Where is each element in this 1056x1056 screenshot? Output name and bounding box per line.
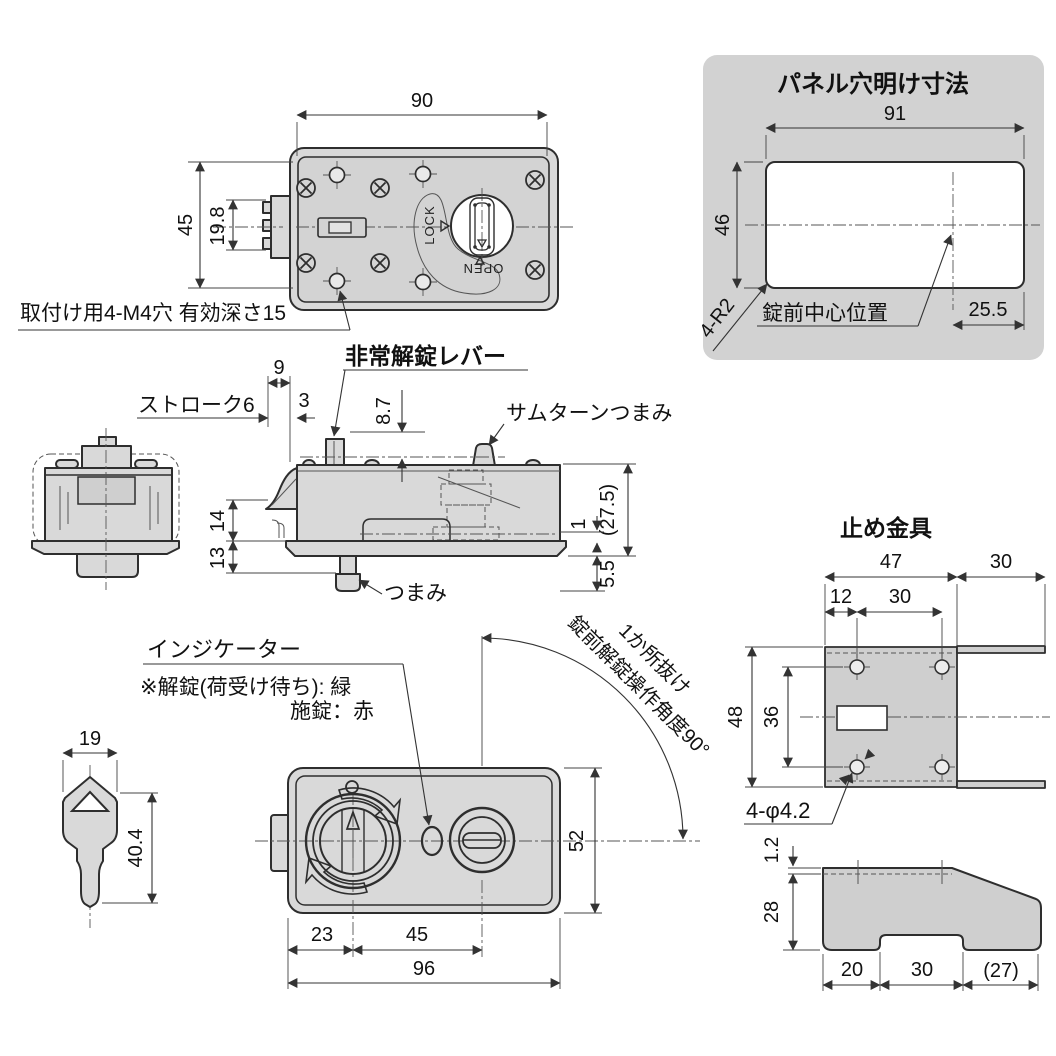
stroke-label: ストローク6 bbox=[138, 394, 255, 417]
front-view: 1か所抜け 錠前解錠操作角度90° インジケーター ※解錠(荷受け待ち): 緑 … bbox=[140, 611, 714, 989]
plan-view: LOCK OPEN 90 45 19.8 取付け用4-M4穴 有効深さ15 bbox=[18, 90, 576, 331]
center-position-label: 錠前中心位置 bbox=[762, 302, 888, 325]
key-hole bbox=[69, 790, 111, 812]
emergency-lever-label: 非常解錠レバー bbox=[345, 343, 506, 369]
indicator-note-unlock: ※解錠(荷受け待ち): 緑 bbox=[140, 676, 351, 699]
lock-body-top bbox=[297, 156, 550, 303]
side-view: 9 ストローク6 3 8.7 14 13 (27.5) 1 5.5 非常解錠レバ… bbox=[137, 343, 673, 605]
dim-96: 96 bbox=[413, 958, 435, 980]
emergency-lever bbox=[325, 438, 345, 467]
dim-20: 20 bbox=[841, 959, 863, 981]
lock-text: LOCK bbox=[422, 205, 437, 244]
dim-45: 45 bbox=[406, 924, 428, 946]
bracket-side-profile bbox=[822, 867, 1042, 951]
dim-36: 36 bbox=[761, 706, 783, 728]
lock-triangle-icon bbox=[440, 219, 451, 233]
screw-icon bbox=[296, 178, 316, 198]
screw-icon bbox=[370, 178, 390, 198]
dim-19: 19 bbox=[79, 728, 101, 750]
bracket-front-view: 止め金具 47 30 12 30 48 36 4-φ4.2 bbox=[725, 515, 1050, 825]
dim-25-5: 25.5 bbox=[969, 299, 1008, 321]
dim-47: 47 bbox=[880, 551, 902, 573]
screw-icon bbox=[370, 253, 390, 273]
keyway-inner bbox=[474, 202, 490, 251]
dim-45: 45 bbox=[175, 214, 197, 236]
panel-cutout-view: パネル穴明け寸法 91 46 25.5 4-R2 錠前中心位置 bbox=[695, 55, 1044, 360]
latch-bolt-side bbox=[265, 467, 298, 510]
open-text: OPEN bbox=[463, 261, 504, 276]
side-body bbox=[296, 464, 561, 542]
indicator-window bbox=[420, 825, 444, 857]
dim-30: 30 bbox=[889, 586, 911, 608]
bracket-arm-top bbox=[956, 645, 1046, 654]
dim-46: 46 bbox=[712, 214, 734, 236]
dim-14: 14 bbox=[207, 510, 229, 532]
bracket-arm-bottom bbox=[956, 780, 1046, 789]
front-body bbox=[287, 767, 561, 914]
rotate-cw-arrow-icon bbox=[337, 787, 402, 826]
indicator-note-lock: 施錠：赤 bbox=[290, 700, 374, 723]
keyway-arrow-icon bbox=[476, 239, 488, 249]
dim-9: 9 bbox=[273, 357, 284, 379]
dim-30-bottom: 30 bbox=[911, 959, 933, 981]
mounting-note: 取付け用4-M4穴 有効深さ15 bbox=[20, 302, 286, 325]
hole-note: 4-φ4.2 bbox=[746, 798, 810, 823]
dial-outer-ring bbox=[304, 792, 402, 890]
bracket-title: 止め金具 bbox=[840, 515, 932, 541]
side-flange bbox=[285, 540, 567, 557]
dim-3: 3 bbox=[298, 390, 309, 412]
dim-30-right: 30 bbox=[990, 551, 1012, 573]
dim-19-8: 19.8 bbox=[207, 207, 229, 246]
dim-48: 48 bbox=[725, 706, 747, 728]
end-flange bbox=[31, 540, 180, 555]
end-view bbox=[31, 428, 180, 590]
dim-52: 52 bbox=[566, 830, 588, 852]
rotate-ccw-arrow-icon bbox=[304, 856, 369, 895]
thumbturn-label: サムターンつまみ bbox=[506, 402, 673, 425]
dim-91: 91 bbox=[884, 103, 906, 125]
operation-angle-arc bbox=[481, 633, 688, 840]
end-view-hidden-outline bbox=[32, 453, 180, 547]
keyway-outer bbox=[469, 197, 495, 256]
dim-27-5: (27.5) bbox=[597, 484, 619, 536]
dim-23: 23 bbox=[311, 924, 333, 946]
lock-open-guide-outline bbox=[413, 193, 501, 295]
dim-40-4: 40.4 bbox=[125, 829, 147, 868]
dial-index-pin bbox=[345, 780, 359, 794]
dim-5-5: 5.5 bbox=[597, 560, 619, 588]
dim-12: 12 bbox=[830, 586, 852, 608]
dim-13: 13 bbox=[207, 547, 229, 569]
dim-1-2: 1.2 bbox=[762, 837, 783, 863]
bottom-knob bbox=[335, 573, 361, 592]
panel-title: パネル穴明け寸法 bbox=[777, 70, 969, 98]
dim-1: 1 bbox=[568, 518, 590, 529]
dim-90: 90 bbox=[411, 90, 433, 112]
dim-8-7: 8.7 bbox=[373, 397, 395, 425]
end-stem bbox=[76, 553, 139, 578]
screw-icon bbox=[525, 260, 545, 280]
dim-27: (27) bbox=[983, 960, 1019, 982]
bracket-side-view: 1.2 28 20 30 (27) bbox=[761, 837, 1042, 991]
open-triangle-icon bbox=[474, 255, 486, 265]
bracket-slot bbox=[836, 705, 888, 731]
thumbturn-base bbox=[81, 445, 132, 469]
indicator-label: インジケーター bbox=[147, 637, 301, 662]
thumbturn-knob bbox=[472, 443, 496, 467]
screw-icon bbox=[296, 253, 316, 273]
dial-knob bbox=[319, 807, 387, 875]
key-view: 19 40.4 bbox=[62, 728, 158, 928]
knob-label: つまみ bbox=[384, 582, 447, 605]
dim-28: 28 bbox=[761, 901, 783, 923]
screw-icon bbox=[525, 170, 545, 190]
